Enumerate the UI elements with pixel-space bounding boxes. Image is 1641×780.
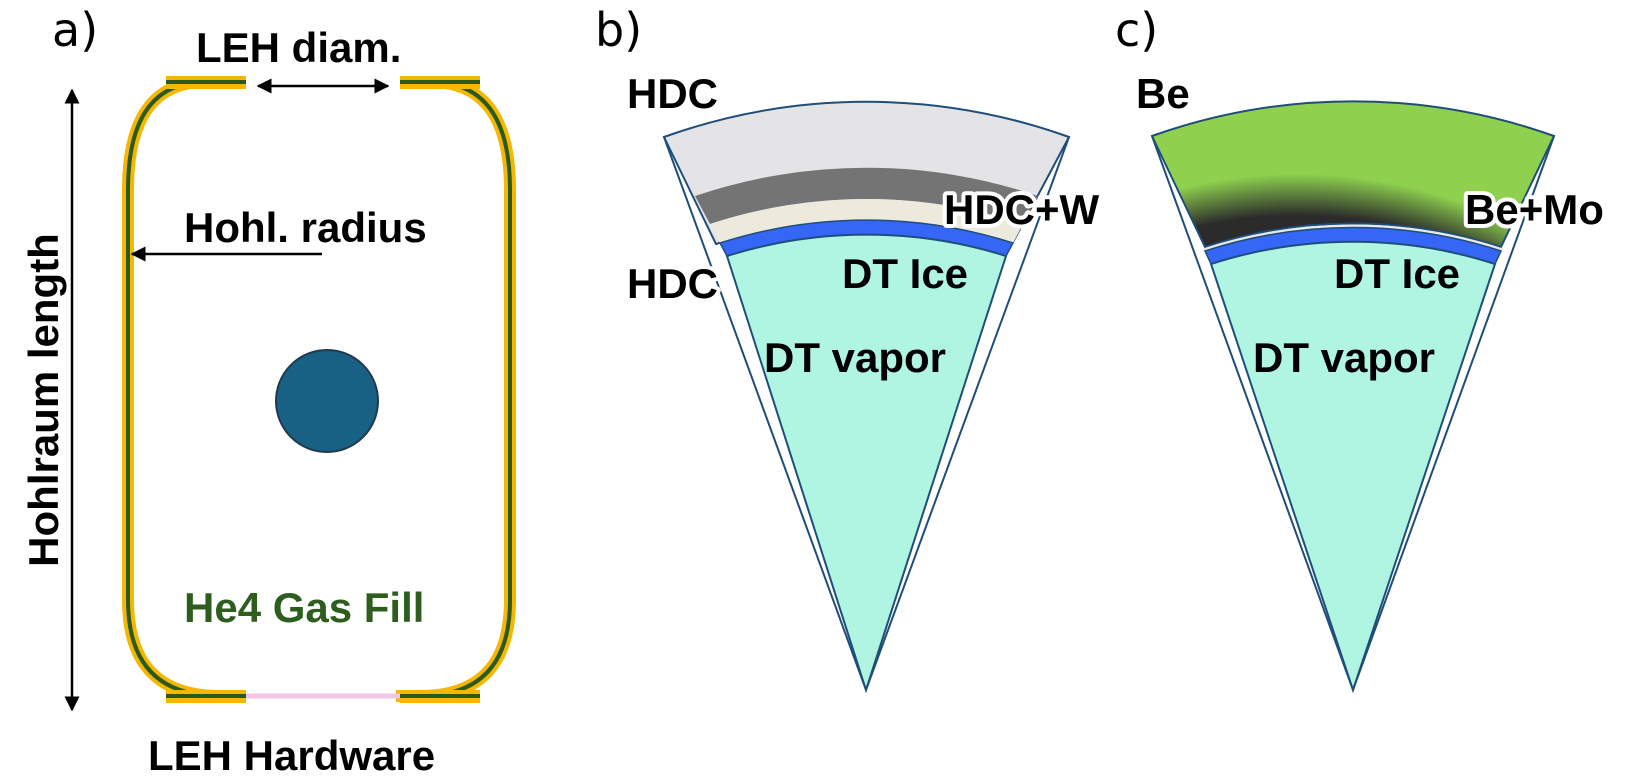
hdc-outer-label: HDC <box>627 70 718 117</box>
leh-diam-label: LEH diam. <box>196 24 401 71</box>
leh-hardware-tabs <box>166 76 480 703</box>
panel-c-label: c) <box>1115 3 1158 57</box>
panel-b: b) HDC HDC+W HDC DT Ice DT vapor <box>595 3 1104 694</box>
dt-ice-label-c: DT Ice <box>1334 250 1460 297</box>
wedge-b <box>662 100 1071 694</box>
panel-a: a) LEH diam. Hohl. radius <box>20 3 516 779</box>
gas-fill-label: He4 Gas Fill <box>184 584 424 631</box>
dt-vapor-label-b: DT vapor <box>764 334 946 381</box>
wedge-c <box>1150 100 1556 694</box>
panel-c: c) Be Be+Mo DT Ice DT vapor <box>1115 3 1608 694</box>
leh-hardware-label: LEH Hardware <box>148 732 435 779</box>
dt-ice-label-b: DT Ice <box>842 250 968 297</box>
hohlraum-wall <box>122 76 516 702</box>
hdc-w-label: HDC+W <box>944 186 1100 233</box>
hdc-inner-label: HDC <box>627 260 718 307</box>
be-label: Be <box>1136 70 1190 117</box>
dt-vapor-label-c: DT vapor <box>1253 334 1435 381</box>
be-mo-label: Be+Mo <box>1465 186 1604 233</box>
hohlraum-length-label: Hohlraum length <box>20 233 67 567</box>
capsule <box>275 349 379 453</box>
panel-a-label: a) <box>52 3 98 57</box>
panel-b-label: b) <box>595 3 642 57</box>
hohl-radius-label: Hohl. radius <box>184 204 427 251</box>
